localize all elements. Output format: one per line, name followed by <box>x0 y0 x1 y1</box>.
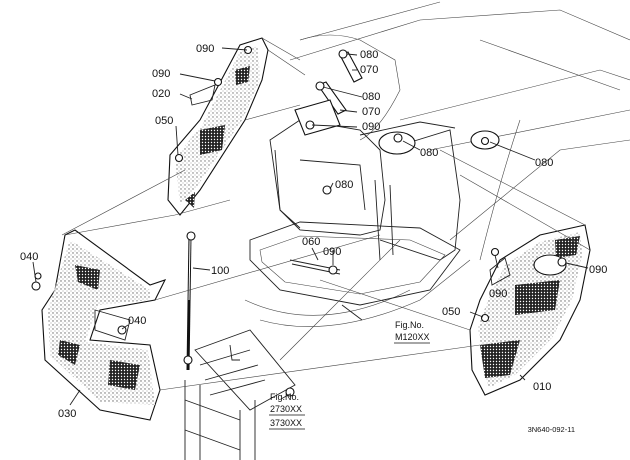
fig-ref-title: Fig.No. <box>395 320 424 330</box>
label-030: 030 <box>58 408 76 420</box>
drawing-code: 3N640-092-11 <box>528 425 575 434</box>
label-090-center: 090 <box>362 121 380 133</box>
label-090-right-upper: 090 <box>589 264 607 276</box>
label-080-right: 080 <box>535 157 553 169</box>
fig-ref-code: 2730XX <box>270 404 302 414</box>
label-090-top: 090 <box>196 43 214 55</box>
label-040-left: 040 <box>20 251 38 263</box>
fig-ref-code: M120XX <box>395 332 430 342</box>
fig-reference-m120: Fig.No. M120XX <box>394 320 430 344</box>
callout-lines <box>32 47 589 406</box>
part-030-panel <box>31 229 167 421</box>
label-050-right: 050 <box>442 306 460 318</box>
label-080-top: 080 <box>360 49 378 61</box>
fig-ref-title: Fig.No. <box>270 392 299 402</box>
label-020: 020 <box>152 88 170 100</box>
label-080-bracket: 080 <box>420 147 438 159</box>
lower-structure <box>184 329 296 460</box>
label-040-mid: 040 <box>128 315 146 327</box>
label-070-top: 070 <box>360 64 378 76</box>
label-010: 010 <box>533 381 551 393</box>
leader-lines <box>61 37 591 391</box>
label-090-left: 090 <box>152 68 170 80</box>
label-100: 100 <box>211 265 229 277</box>
label-090-right-lower: 090 <box>489 288 507 300</box>
label-050-upper: 050 <box>155 115 173 127</box>
gas-strut <box>183 231 196 371</box>
label-090-seat: 090 <box>323 246 341 258</box>
part-number-labels: 090 090 020 050 080 070 080 070 090 080 … <box>20 43 607 420</box>
fig-reference-2730: Fig.No. 2730XX 3730XX <box>269 392 305 430</box>
upper-brackets <box>294 49 500 195</box>
label-070-mid: 070 <box>362 106 380 118</box>
part-020-panel <box>167 37 269 216</box>
tractor-body-outline <box>244 1 630 327</box>
label-080-mid: 080 <box>362 91 380 103</box>
label-060: 060 <box>302 236 320 248</box>
fig-ref-code-alt: 3730XX <box>270 418 302 428</box>
part-010-panel <box>469 224 591 396</box>
label-080-seat: 080 <box>335 179 353 191</box>
